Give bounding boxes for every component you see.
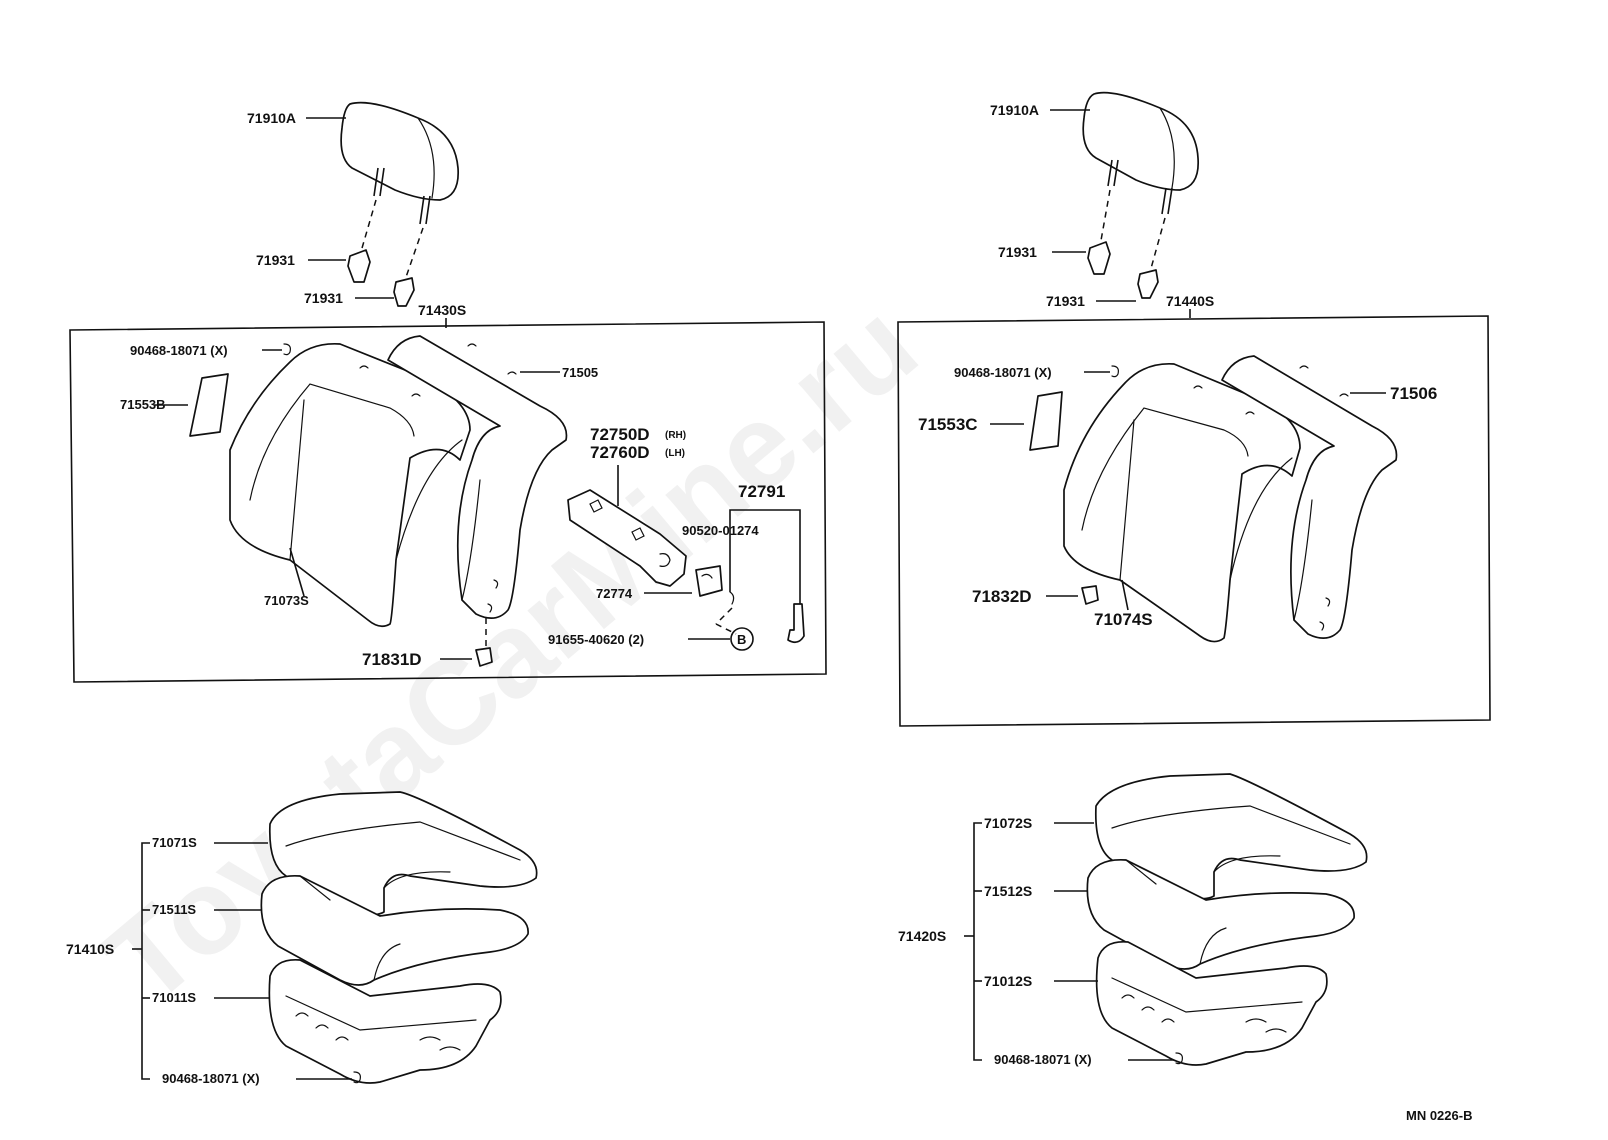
right-pad-icon[interactable] (1029, 391, 1063, 451)
right-support-lower-icon[interactable] (1137, 269, 1159, 299)
label-right-frame: 71506 (1390, 384, 1437, 403)
label-left-pad: 71553B (120, 397, 166, 412)
right-back-box (897, 315, 1491, 727)
right-support-upper-icon[interactable] (1087, 241, 1111, 275)
left-cap-icon[interactable] (475, 647, 493, 667)
label-left-headrest: 71910A (247, 110, 296, 126)
label-left-cushion-assy: 71410S (66, 941, 114, 957)
right-headrest-group: 71910A 71931 71931 (990, 91, 1200, 309)
label-left-recliner-lh: 72760D (590, 443, 650, 462)
label-left-cushion-pad: 71511S (152, 902, 196, 917)
label-right-cushion-clip: 90468-18071 (X) (994, 1052, 1092, 1067)
label-left-back-assy: 71430S (418, 302, 466, 318)
label-right-clip: 90468-18071 (X) (954, 365, 1052, 380)
left-clip-icon[interactable] (283, 343, 291, 356)
right-clip-icon[interactable] (1111, 365, 1119, 378)
label-left-frame: 71505 (562, 365, 598, 380)
label-left-bolt: 90520-01274 (682, 523, 759, 538)
left-cable-hook-icon[interactable] (787, 603, 805, 644)
label-left-cover: 71073S (264, 593, 309, 608)
right-cushion-group: 71420S 71072S 71512S 71012S 90468-18071 … (898, 773, 1368, 1067)
label-left-cable: 72791 (738, 482, 785, 501)
label-right-cushion-pad: 71512S (984, 883, 1032, 899)
left-headrest-icon[interactable] (340, 101, 460, 201)
label-left-clip: 90468-18071 (X) (130, 343, 228, 358)
left-cushion-group: 71410S 71071S 71511S 71011S 90468-18071 … (66, 791, 538, 1086)
left-cushion-clip-icon[interactable] (353, 1071, 361, 1084)
label-right-cushion-assy: 71420S (898, 928, 946, 944)
right-seatback-cover-icon[interactable] (1063, 363, 1301, 643)
label-right-back-assy: 71440S (1166, 293, 1214, 309)
label-right-cover: 71074S (1094, 610, 1153, 629)
label-left-cushion-frame: 71011S (152, 990, 196, 1005)
left-headrest-group: 71910A 71931 71931 (247, 101, 460, 307)
label-right-cushion-frame: 71012S (984, 973, 1032, 989)
label-right-support-lower: 71931 (1046, 293, 1085, 309)
label-left-recliner-rh-note: (RH) (665, 430, 686, 441)
label-right-headrest: 71910A (990, 102, 1039, 118)
left-seatback-frame-icon[interactable] (387, 335, 568, 619)
label-ref-b: B (737, 632, 746, 647)
label-left-recliner-lh-note: (LH) (665, 448, 685, 459)
label-left-recliner-cover: 72774 (596, 586, 633, 601)
right-cap-icon[interactable] (1081, 585, 1099, 605)
label-right-pad: 71553C (918, 415, 978, 434)
label-right-support-upper: 71931 (998, 244, 1037, 260)
right-cushion-frame-icon[interactable] (1095, 940, 1328, 1066)
left-back-assy: 71430S 90468-18071 (X) 71553B 71505 7107… (69, 302, 827, 683)
label-left-cushion-clip: 90468-18071 (X) (162, 1071, 260, 1086)
label-left-cap: 71831D (362, 650, 422, 669)
left-support-lower-icon[interactable] (393, 277, 415, 307)
label-right-cushion-cover: 71072S (984, 815, 1032, 831)
right-cushion-clip-icon[interactable] (1175, 1052, 1183, 1065)
ref-b-circle (730, 627, 754, 651)
right-headrest-icon[interactable] (1082, 91, 1200, 191)
left-back-box (69, 321, 827, 683)
label-left-cushion-cover: 71071S (152, 835, 197, 850)
label-right-cap: 71832D (972, 587, 1032, 606)
left-pad-icon[interactable] (189, 373, 229, 437)
left-cushion-frame-icon[interactable] (268, 958, 502, 1084)
label-left-support-upper: 71931 (256, 252, 295, 268)
right-back-assy: 71440S 90468-18071 (X) 71553C 71506 7183… (897, 293, 1491, 727)
drawing-code: MN 0226-B (1406, 1108, 1472, 1123)
left-recliner-cover-icon[interactable] (695, 565, 723, 597)
right-seatback-frame-icon[interactable] (1221, 355, 1398, 639)
label-left-screw: 91655-40620 (2) (548, 632, 644, 647)
label-left-recliner-rh: 72750D (590, 425, 650, 444)
left-support-upper-icon[interactable] (347, 249, 371, 283)
label-left-support-lower: 71931 (304, 290, 343, 306)
left-recliner-icon[interactable] (567, 489, 687, 587)
